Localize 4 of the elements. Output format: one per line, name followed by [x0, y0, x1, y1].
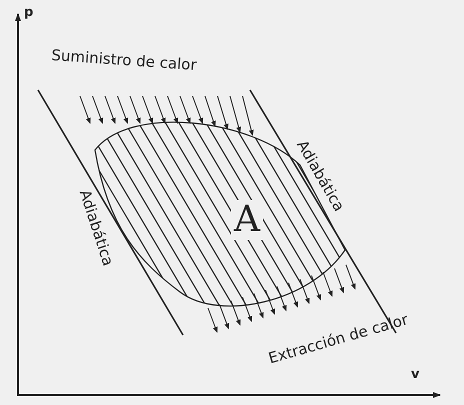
heat-supply-label: Suministro de calor	[50, 48, 198, 74]
area-label: A	[231, 200, 263, 240]
axis-label: p	[24, 6, 34, 19]
axis-label: v	[411, 368, 420, 381]
